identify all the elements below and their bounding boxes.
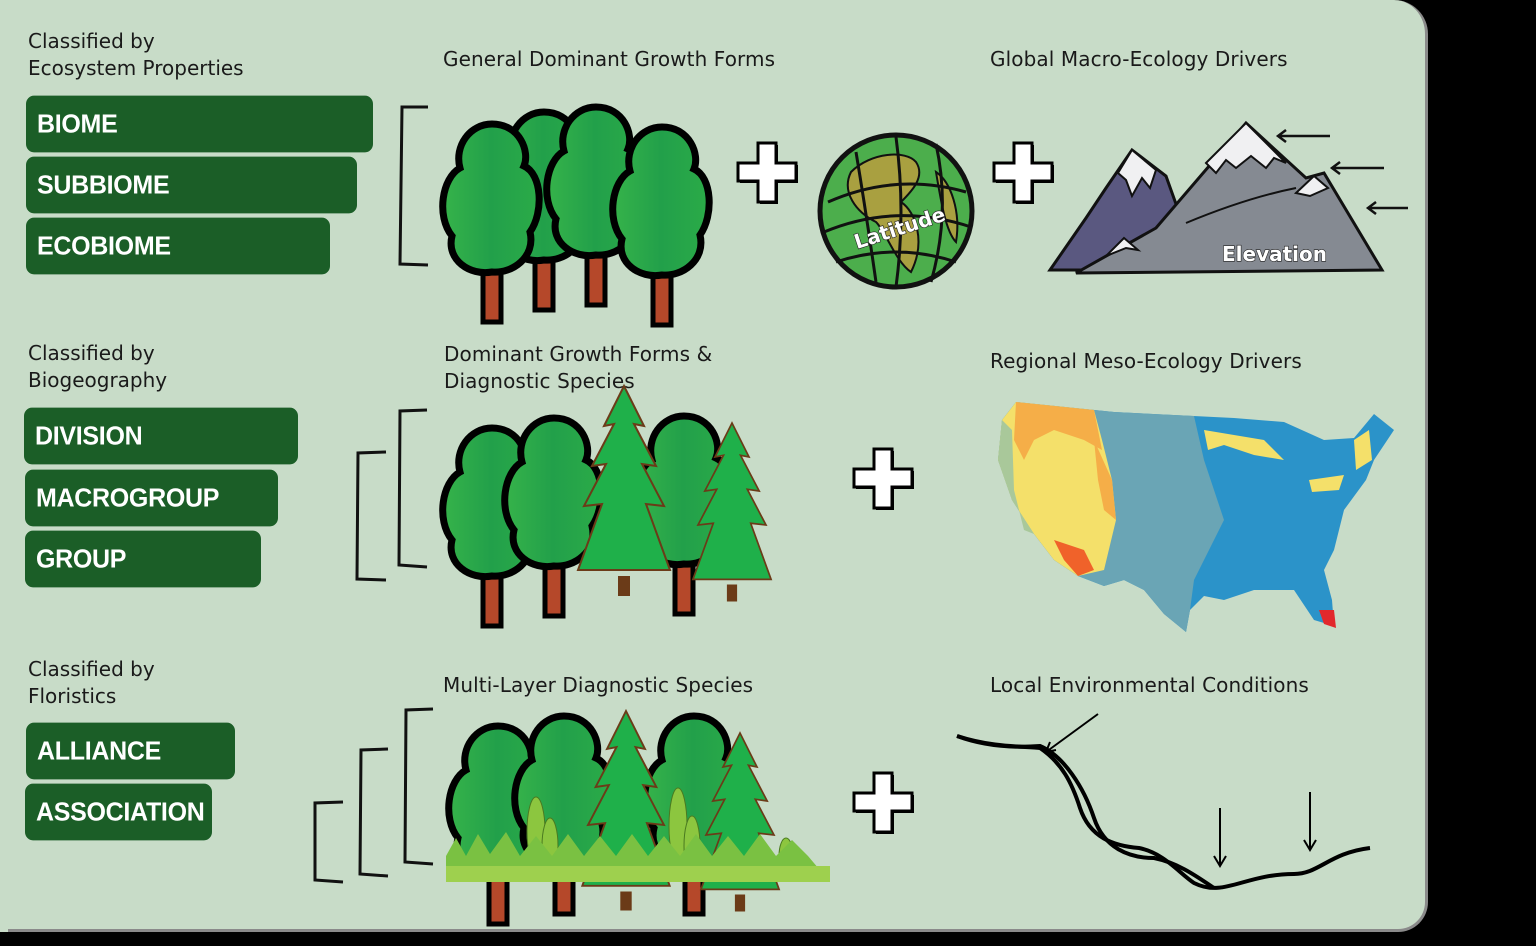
plus-icon bbox=[736, 141, 798, 204]
plus-icon bbox=[852, 447, 914, 510]
drivers-heading-regional: Regional Meso-Ecology Drivers bbox=[990, 349, 1302, 373]
level-ecobiome: ECOBIOME bbox=[26, 217, 330, 275]
mountain-elevation-icon: Elevation bbox=[1047, 120, 1408, 275]
bracket-icon bbox=[358, 747, 389, 878]
growth-heading-diagnostic: Dominant Growth Forms & Diagnostic Speci… bbox=[444, 342, 713, 393]
bracket-icon bbox=[355, 450, 387, 582]
globe-latitude-icon: Latitude bbox=[817, 132, 975, 290]
bracket-icon bbox=[398, 105, 429, 267]
bracket-icon bbox=[403, 707, 434, 866]
growth-heading-general: General Dominant Growth Forms bbox=[443, 47, 776, 71]
level-group: GROUP bbox=[25, 530, 261, 588]
level-macrogroup: MACROGROUP bbox=[25, 469, 278, 527]
category-label-ecosystem-properties: Classified by Ecosystem Properties bbox=[28, 29, 244, 80]
drivers-heading-global: Global Macro-Ecology Drivers bbox=[990, 47, 1288, 71]
level-alliance: ALLIANCE bbox=[26, 722, 235, 780]
category-label-biogeography: Classified by Biogeography bbox=[28, 341, 168, 392]
multilayer-forest-icon bbox=[446, 710, 830, 882]
terrain-profile-icon bbox=[956, 713, 1371, 890]
us-ecoregion-map-icon bbox=[998, 402, 1394, 632]
mixed-forest-icon bbox=[444, 385, 772, 576]
svg-text:Elevation: Elevation bbox=[1222, 242, 1327, 266]
level-division: DIVISION bbox=[24, 407, 298, 465]
bracket-icon bbox=[313, 800, 344, 884]
plus-icon bbox=[852, 771, 914, 834]
level-association: ASSOCIATION bbox=[25, 783, 212, 841]
deciduous-trees-icon bbox=[444, 100, 716, 260]
growth-heading-multilayer: Multi-Layer Diagnostic Species bbox=[443, 673, 754, 697]
category-label-floristics: Classified by Floristics bbox=[28, 657, 155, 708]
level-subbiome: SUBBIOME bbox=[26, 156, 357, 214]
bracket-icon bbox=[397, 408, 428, 569]
panel-edge bbox=[0, 0, 8, 932]
drivers-heading-local: Local Environmental Conditions bbox=[990, 673, 1309, 697]
plus-icon bbox=[992, 141, 1054, 204]
level-biome: BIOME bbox=[26, 95, 373, 153]
